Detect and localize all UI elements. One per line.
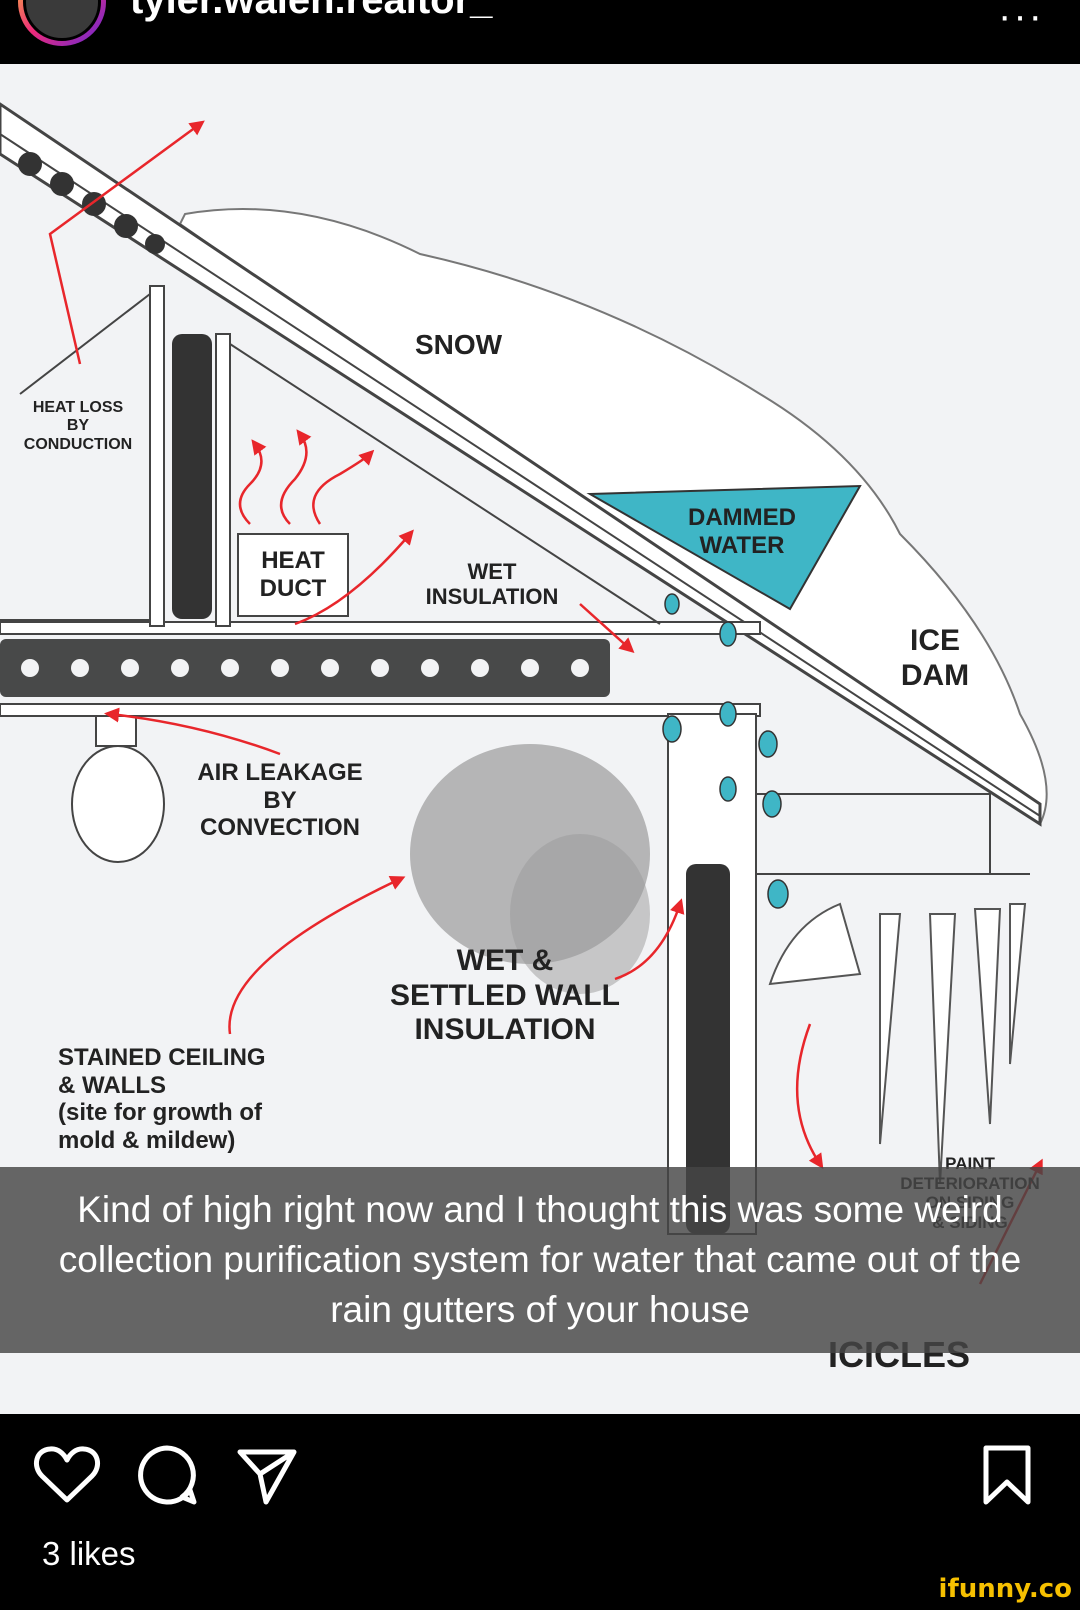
label-wet-insulation: WET INSULATION [425, 559, 559, 610]
post-image: HEAT LOSS BY CONDUCTION SNOW HEAT DUCT W… [0, 64, 1080, 1414]
label-heat-loss: HEAT LOSS BY CONDUCTION [23, 399, 133, 453]
username[interactable]: tyler.walen.realtor_ [130, 0, 493, 22]
likes-count[interactable]: 3 likes [42, 1535, 136, 1572]
label-air-leakage: AIR LEAKAGE BY CONVECTION [197, 759, 363, 842]
avatar[interactable] [18, 0, 106, 46]
label-ice-dam: ICE DAM [900, 624, 970, 692]
bookmark-icon[interactable] [972, 1440, 1042, 1510]
label-wet-settled: WET & SETTLED WALL INSULATION [390, 944, 620, 1046]
label-snow: SNOW [415, 329, 503, 360]
caption-text: Kind of high right now and I thought thi… [58, 1189, 1022, 1330]
more-options-icon[interactable]: ··· [998, 0, 1044, 38]
caption-overlay: Kind of high right now and I thought thi… [0, 1167, 1080, 1353]
post-actions [0, 1430, 1080, 1520]
ice-dam-diagram [0, 102, 1048, 1285]
label-stained-ceiling: STAINED CEILING & WALLS (site for growth… [58, 1044, 266, 1154]
ifunny-watermark: ifunny.co [938, 1574, 1072, 1604]
send-icon[interactable] [232, 1440, 302, 1510]
comment-icon[interactable] [132, 1440, 202, 1510]
label-dammed-water: DAMMED WATER [688, 504, 796, 559]
post-header: tyler.walen.realtor_ ··· [0, 0, 1080, 64]
label-heat-duct: HEAT DUCT [259, 547, 327, 602]
heart-icon[interactable] [32, 1440, 102, 1510]
